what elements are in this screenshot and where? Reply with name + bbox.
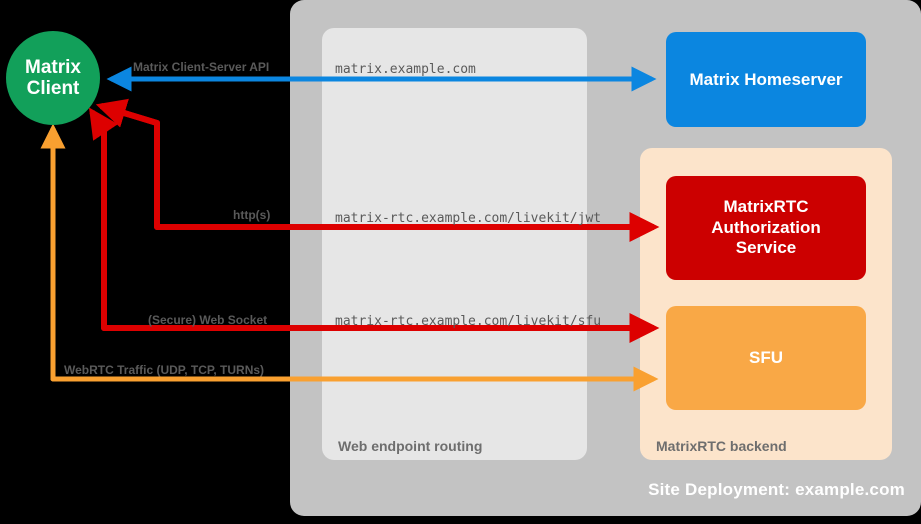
node-matrix-homeserver[interactable]: Matrix Homeserver [666,32,866,127]
site-deployment-label: Site Deployment: example.com [648,480,905,499]
edge-label-websocket: (Secure) Web Socket [148,313,268,327]
node-matrix-client[interactable]: Matrix Client [6,31,100,125]
endpoint-url-livekit-sfu: matrix-rtc.example.com/livekit/sfu [335,314,602,329]
edge-label-webrtc: WebRTC Traffic (UDP, TCP, TURNs) [64,363,265,377]
endpoint-url-matrix: matrix.example.com [335,62,476,77]
node-matrix-client-label: Matrix Client [25,56,81,99]
node-sfu-label: SFU [749,348,783,367]
node-matrixrtc-auth-label: MatrixRTC Authorization Service [711,196,821,258]
web-endpoint-routing-label: Web endpoint routing [338,438,483,454]
edge-label-https: http(s) [233,208,271,222]
node-matrixrtc-authorization-service[interactable]: MatrixRTC Authorization Service [666,176,866,280]
edge-label-client-server-api: Matrix Client-Server API [133,60,270,74]
web-endpoint-routing-container [322,28,587,460]
node-matrix-homeserver-label: Matrix Homeserver [689,69,843,89]
endpoint-url-livekit-jwt: matrix-rtc.example.com/livekit/jwt [335,211,602,226]
node-sfu[interactable]: SFU [666,306,866,410]
matrixrtc-backend-label: MatrixRTC backend [656,438,787,454]
